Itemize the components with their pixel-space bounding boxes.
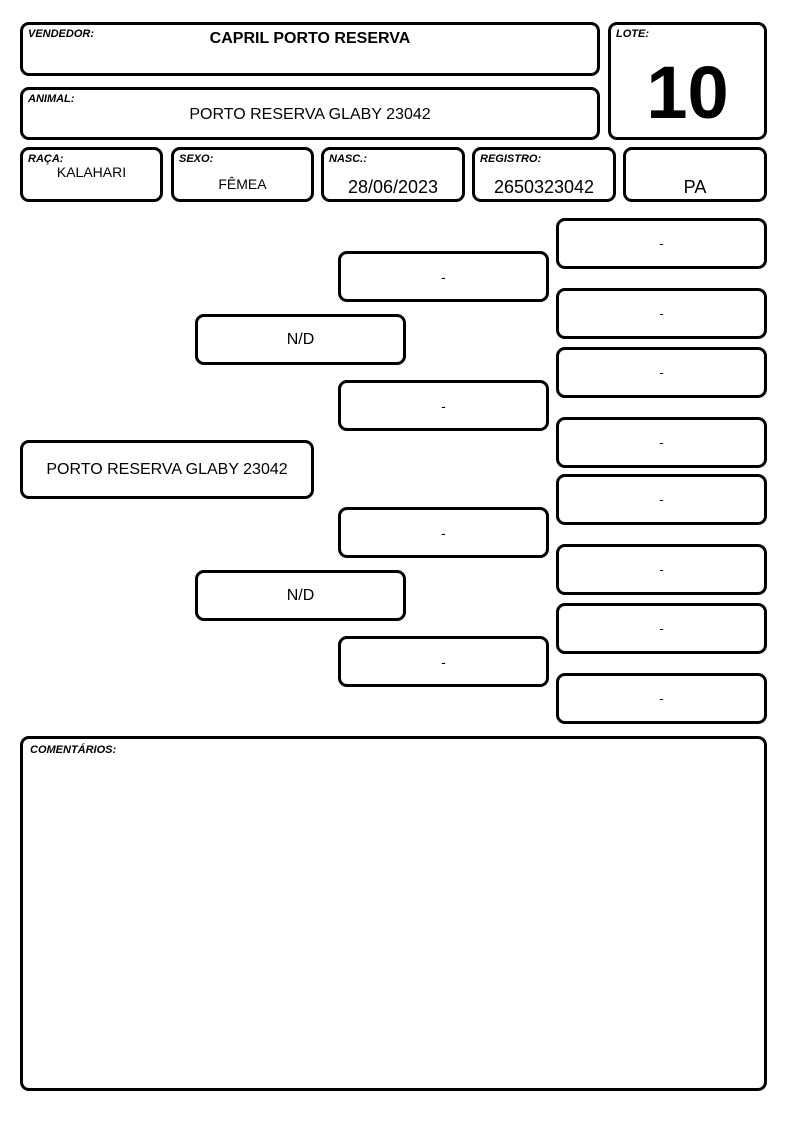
vendedor-label: VENDEDOR: [28,28,95,40]
pedigree-great-grandparent: - [556,347,767,398]
sexo-value: FÊMEA [218,176,267,192]
pedigree-parent-sire: N/D [195,314,406,365]
nasc-label: NASC.: [329,153,367,165]
nasc-box: NASC.: 28/06/2023 [321,147,465,202]
sexo-box: SEXO: FÊMEA [171,147,314,202]
pedigree-grandparent-name: - [441,397,446,414]
pedigree-great-grandparent-name: - [659,236,664,251]
pedigree-grandparent-name: - [441,524,446,541]
pedigree-grandparent: - [338,380,549,431]
animal-label: ANIMAL: [28,93,75,105]
pedigree-grandparent: - [338,251,549,302]
pedigree-parent-dam: N/D [195,570,406,621]
pedigree-great-grandparent-name: - [659,621,664,636]
pedigree-parent-name: N/D [286,330,315,348]
categoria-value: PA [683,177,707,197]
pedigree-grandparent: - [338,636,549,687]
pedigree-great-grandparent-name: - [659,562,664,577]
pedigree-great-grandparent: - [556,218,767,269]
registro-label: REGISTRO: [480,153,542,165]
pedigree-great-grandparent: - [556,673,767,724]
animal-value: PORTO RESERVA GLABY 23042 [189,106,431,123]
comentarios-label: COMENTÁRIOS: [30,744,117,756]
vendedor-box: VENDEDOR: CAPRIL PORTO RESERVA [20,22,600,76]
sexo-label: SEXO: [179,153,214,165]
lote-label: LOTE: [616,28,649,40]
nasc-value: 28/06/2023 [347,177,439,197]
comentarios-text[interactable] [31,761,756,1080]
registro-value: 2650323042 [493,177,595,197]
raca-label: RAÇA: [28,153,64,165]
pedigree-great-grandparent-name: - [659,492,664,507]
pedigree-grandparent: - [338,507,549,558]
pedigree-great-grandparent-name: - [659,435,664,450]
pedigree-parent-name: N/D [286,586,315,604]
pedigree-great-grandparent-name: - [659,365,664,380]
lote-box: LOTE: 10 [608,22,767,140]
animal-box: ANIMAL: PORTO RESERVA GLABY 23042 [20,87,600,140]
pedigree-grandparent-name: - [441,268,446,285]
raca-value: KALAHARI [56,164,127,180]
pedigree-animal: PORTO RESERVA GLABY 23042 [20,440,314,499]
pedigree-great-grandparent-name: - [659,306,664,321]
pedigree-great-grandparent: - [556,544,767,595]
pedigree-great-grandparent-name: - [659,691,664,706]
pedigree-great-grandparent: - [556,474,767,525]
comentarios-box[interactable]: COMENTÁRIOS: [20,736,767,1091]
lote-value: 10 [646,51,729,134]
pedigree-great-grandparent: - [556,603,767,654]
pedigree-grandparent-name: - [441,653,446,670]
vendedor-value: CAPRIL PORTO RESERVA [209,30,411,47]
pedigree-great-grandparent: - [556,417,767,468]
pedigree-animal-name: PORTO RESERVA GLABY 23042 [46,460,288,478]
raca-box: RAÇA: KALAHARI [20,147,163,202]
pedigree-great-grandparent: - [556,288,767,339]
registro-box: REGISTRO: 2650323042 [472,147,616,202]
categoria-box: PA [623,147,767,202]
